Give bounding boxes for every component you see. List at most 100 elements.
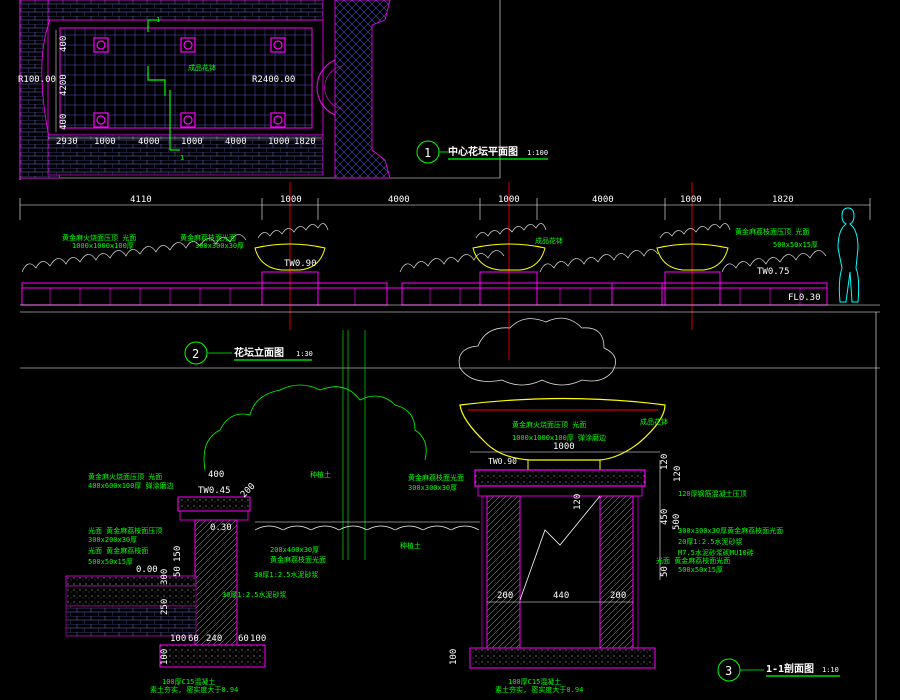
section-main-number: 3 [725, 664, 732, 678]
section-left-wall [194, 519, 238, 646]
section-left-shrub [203, 384, 427, 471]
plan-dim-bottom-3: 1000 [181, 137, 203, 147]
elev-dim-top-6: 1820 [772, 195, 794, 205]
sl-label-4: 光面 黄金麻荔枝面 [88, 546, 148, 555]
section-left-footing [159, 644, 266, 668]
plan-paving-right [334, 0, 391, 179]
sm-label-8: M7.5水泥砂浆砌MU10砖 [678, 548, 754, 557]
sm-dim-5: 50 [660, 566, 670, 577]
sm-bottom-note-1: 素土夯实, 密实度大于0.94 [495, 685, 583, 694]
sm-dim-1: 120 [660, 454, 670, 470]
sm-dim-10: 100 [449, 649, 459, 665]
sl-bottom-note-1: 素土夯实, 密实度大于0.94 [150, 685, 238, 694]
elev-planter-3 [656, 223, 731, 306]
section-main-footing [469, 647, 656, 669]
elev-dim-top-0: 4110 [130, 195, 152, 205]
elev-dim-top-1: 1000 [280, 195, 302, 205]
plan-view: 1 1 成品花钵 R100.00 R2400.00 400 4200 400 2… [18, 0, 548, 180]
plan-section-cut [147, 19, 180, 151]
elev-human-figure-icon [837, 207, 860, 303]
elev-view-number: 2 [192, 347, 199, 361]
elev-level-2: FL0.30 [788, 293, 821, 303]
sl-dim-11: 100 [160, 649, 170, 665]
sm-label-11: 种植土 [400, 541, 421, 550]
elev-planter-2 [472, 223, 547, 306]
elev-view-scale: 1:30 [296, 350, 313, 358]
sl-label-2: 光面 黄金麻荔枝面压顶 [88, 526, 162, 535]
sl-dim-7: 300 [160, 569, 170, 585]
sm-label-6: 300x300x30厚黄金麻荔枝面光面 [678, 526, 783, 535]
elev-shrubs [21, 234, 827, 273]
plan-dim-bottom-1: 1000 [94, 137, 116, 147]
section-main-title: 1-1剖面图 [766, 662, 814, 675]
sm-label-4: 300x300x30厚 [408, 484, 457, 492]
sl-label-7: 200x400x30厚 [270, 546, 319, 554]
elev-dim-top-5: 1000 [680, 195, 702, 205]
sl-dim-9: 50 [173, 566, 183, 577]
elev-view-title: 花坛立面图 [234, 346, 284, 359]
sl-label-3: 300x200x30厚 [88, 536, 137, 544]
sm-dim-0: 1000 [553, 442, 575, 452]
plan-dim-left-1: 4200 [59, 74, 69, 96]
plan-section-mark-bottom: 1 [180, 154, 184, 162]
plan-paving-band [47, 134, 324, 176]
sl-label-9: 30厚1:2.5水泥砂浆 [254, 570, 319, 579]
sl-dim-0: 400 [208, 470, 224, 480]
sl-level-1: 0.00 [136, 565, 158, 575]
plan-radius-left: R100.00 [18, 75, 56, 85]
elev-dim-top-2: 4000 [388, 195, 410, 205]
sl-dim-1: 240 [206, 634, 222, 644]
sl-dim-6: 250 [160, 599, 170, 615]
sl-label-0: 黄金麻火烧面压顶 光面 [88, 472, 162, 481]
section-main-pier-left [486, 495, 521, 649]
sl-dim-5: 100 [250, 634, 266, 644]
sl-dim-3: 60 [188, 634, 199, 644]
sl-label-1: 400x600x100厚 弹涂磨边 [88, 481, 174, 490]
elev-label-4: 成品花钵 [535, 236, 563, 245]
section-left-view: 黄金麻火烧面压顶 光面 400x600x100厚 弹涂磨边 光面 黄金麻荔枝面压… [65, 330, 480, 694]
sm-label-7: 20厚1:2.5水泥砂浆 [678, 537, 743, 546]
sm-dim-7: 440 [553, 591, 569, 601]
elev-dim-top-4: 4000 [592, 195, 614, 205]
plan-dim-bottom-6: 1820 [294, 137, 316, 147]
sl-dim-8: 150 [173, 546, 183, 562]
section-main-view: 1000 120 120 450 500 50 200 440 200 120 … [400, 317, 840, 694]
sm-dim-6: 200 [497, 591, 513, 601]
plan-section-mark-top: 1 [156, 16, 160, 24]
elevation-view: 4110 1000 4000 1000 4000 1000 1820 [19, 182, 880, 369]
elev-label-1: 1000x1000x100厚 [72, 242, 134, 250]
plan-dim-bottom-0: 2930 [56, 137, 78, 147]
sl-bottom-note-0: 100厚C15混凝土 [162, 677, 215, 686]
sm-label-10: 500x50x15厚 [678, 566, 723, 574]
plan-dim-left-0: 400 [59, 36, 69, 52]
sm-dim-4: 500 [672, 514, 682, 530]
sm-bottom-note-0: 100厚C15混凝土 [508, 677, 561, 686]
elev-level-0: TW0.90 [284, 259, 317, 269]
plan-view-number: 1 [424, 146, 431, 160]
sm-dim-9: 120 [673, 466, 683, 482]
plan-view-scale: 1:100 [527, 149, 548, 157]
sl-label-10: 30厚1:2.5水泥砂浆 [222, 590, 287, 599]
plan-columns [93, 37, 286, 128]
sl-dim-4: 60 [238, 634, 249, 644]
sl-label-5: 500x50x15厚 [88, 558, 133, 566]
sm-dim-3: 450 [660, 509, 670, 525]
plan-dim-bottom-4: 4000 [225, 137, 247, 147]
elev-dim-top-3: 1000 [498, 195, 520, 205]
sl-dim-2: 100 [170, 634, 186, 644]
sm-label-9: 光面 黄金麻荔枝面光面 [656, 556, 730, 565]
sl-level-0: TW0.45 [198, 486, 231, 496]
sm-dim-8: 200 [610, 591, 626, 601]
plan-dim-bottom-2: 4000 [138, 137, 160, 147]
sl-level-2: 0.30 [210, 523, 232, 533]
elev-label-6: 500x50x15厚 [773, 241, 818, 249]
elev-label-0: 黄金麻火烧面压顶 光面 [62, 233, 136, 242]
plan-center-note: 成品花钵 [188, 63, 216, 72]
elev-low-wall [21, 282, 828, 306]
sm-label-5: 120厚钢筋混凝土压顶 [678, 489, 747, 498]
plan-view-title: 中心花坛平面图 [448, 145, 518, 158]
sl-label-6: 种植土 [310, 470, 331, 479]
elev-label-5: 黄金麻荔枝面压顶 光面 [735, 227, 809, 236]
elev-label-2: 黄金麻荔枝面光面 [180, 233, 236, 242]
